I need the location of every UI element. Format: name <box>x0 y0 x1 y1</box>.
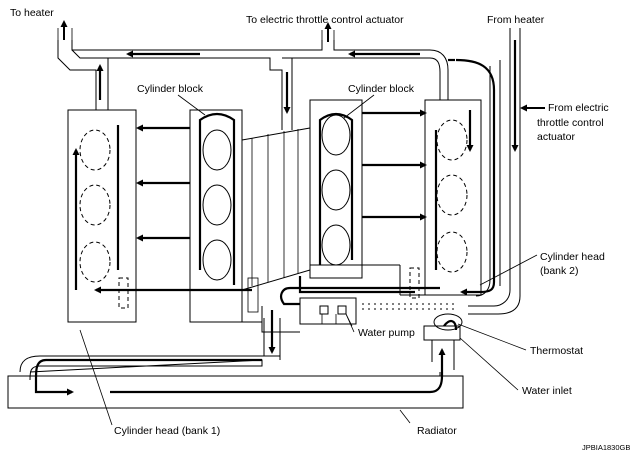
bottom-gallery-flows <box>94 276 440 360</box>
leader-lines <box>79 94 538 426</box>
label-from-throttle-3: actuator <box>537 131 575 143</box>
right-return-passages <box>448 28 545 315</box>
label-water-pump: Water pump <box>358 327 415 339</box>
label-water-inlet: Water inlet <box>522 385 572 397</box>
thermostat <box>423 313 463 370</box>
label-cylinder-head-bank2-line2: (bank 2) <box>540 265 579 277</box>
label-cylinder-head-bank1: Cylinder head (bank 1) <box>114 425 220 437</box>
left-transfer-arrows <box>136 124 190 242</box>
cylinder-block-left <box>189 109 259 323</box>
cylinder-head-bank2 <box>310 99 482 299</box>
bypass-ticks <box>362 303 455 310</box>
label-cylinder-block-left: Cylinder block <box>137 83 204 95</box>
label-from-heater: From heater <box>487 14 545 26</box>
figure-code: JPBIA1830GB <box>582 443 630 452</box>
label-to-throttle: To electric throttle control actuator <box>246 14 404 26</box>
label-cylinder-block-right: Cylinder block <box>348 83 415 95</box>
label-thermostat: Thermostat <box>530 345 583 357</box>
cylinder-head-bank1 <box>67 109 137 323</box>
to-throttle-outlet <box>321 22 335 42</box>
to-heater-outlet <box>57 20 73 40</box>
top-flow-arrows <box>96 50 420 114</box>
label-cylinder-head-bank2-line1: Cylinder head <box>540 251 605 263</box>
water-pump <box>299 297 357 327</box>
label-from-throttle-2: throttle control <box>537 117 604 129</box>
radiator-loop <box>7 348 464 409</box>
label-from-throttle-1: From electric <box>548 102 609 114</box>
top-passages <box>57 40 449 130</box>
label-radiator: Radiator <box>417 425 457 437</box>
cylinder-block-right <box>309 99 363 279</box>
right-transfer-arrows <box>362 109 427 221</box>
label-to-heater: To heater <box>10 7 54 19</box>
